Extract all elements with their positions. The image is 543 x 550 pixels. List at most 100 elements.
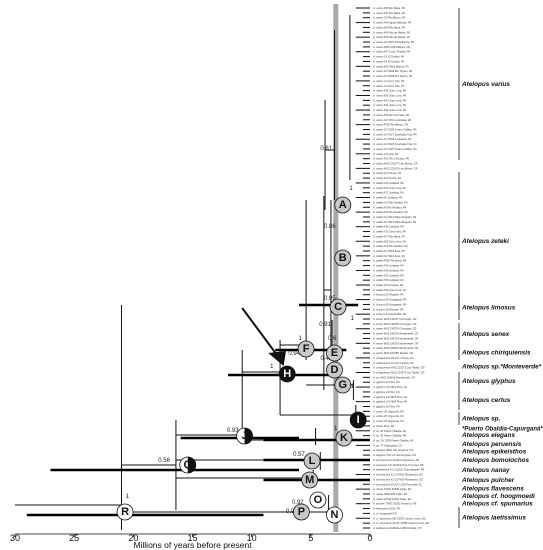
tip-label: A. zeteki K24 Rio Farallon, PA — [372, 210, 408, 214]
node-f-marker: F — [297, 340, 315, 358]
tip-label: A. glyphus 24 Pirre, PA — [372, 390, 400, 394]
arrow-head — [268, 351, 286, 366]
pointer-arrow — [241, 307, 286, 366]
node-letter: P — [298, 506, 305, 518]
tip-label: A. zeteki K34 Jordanal, PA — [372, 264, 404, 268]
clade-name: Atelopus bomolochos — [461, 457, 530, 464]
tip-label: A. zeteki K40 Juan Luna, PA — [372, 288, 406, 292]
support-value: 0.93 — [227, 428, 239, 434]
node-fill — [187, 457, 196, 473]
node-circle — [329, 298, 347, 316]
clade-name: Atelopus nanay — [461, 467, 510, 474]
support-value: 0.56 — [158, 458, 170, 464]
tip-label: A. pulcher TNHC 82031 Huanuco, PE — [372, 502, 417, 506]
axis-tick-label: 15 — [187, 533, 197, 543]
tip-label: A. peruensis KU 211644 Abra Comulica, PE — [372, 463, 424, 467]
clade-name: Atelopus peruensis — [461, 441, 522, 448]
tip-label: A. glyphus CH 5640 Pirre, PA — [372, 400, 407, 404]
support-value: 1 — [334, 426, 338, 432]
node-fill — [244, 428, 253, 444]
node-circle — [116, 503, 134, 521]
node-circle — [301, 471, 319, 489]
tip-label: A. zeteki K34 Jordanal, PA — [372, 225, 404, 229]
tip-label: A. nanay OMH 606 Cajas, EC — [372, 492, 408, 496]
node-o-marker: O — [309, 491, 327, 509]
tip-label: A. sp. 30 Puerto Obaldia, PA — [372, 434, 406, 438]
tip-label: A. varius CH 5164 La Sapera, PA — [372, 137, 412, 141]
tip-label: A. elegans VOX 31 Isla Gorgona, CO — [372, 453, 416, 457]
node-letter: E — [331, 347, 338, 359]
node-j-marker: J — [236, 427, 253, 445]
tip-label: A. sp. MVZ 164816 Monteverde, CR — [372, 375, 415, 379]
node-p-marker: P — [292, 503, 310, 521]
axis-tick-label: 30 — [10, 533, 20, 543]
support-value: 0.94 — [288, 351, 300, 357]
tip-label: A. senex MVZ 164816 Monteverde, CR — [372, 346, 418, 350]
tip-label: A. glyphus CH 5614 Pirre, PA — [372, 385, 407, 389]
tip-label: A. varius 22 Fortuna, PA — [372, 176, 401, 180]
tip-label: A. senex MVZ 186724 Monteverde, CR — [372, 336, 418, 340]
tip-label: A. bomolochos QCAZ 21125 Pauchilla, EC — [372, 482, 422, 486]
node-circle — [292, 503, 310, 521]
tip-label: A. certus 24 Jingurudo, PA — [372, 409, 404, 413]
clade-name: Atelopus cf. hoogmoedi — [461, 493, 535, 500]
node-circle — [349, 411, 367, 429]
tip-label: A. zeteki K04 Cerro Azul, PA — [372, 239, 406, 243]
node-circle — [326, 506, 343, 524]
tip-label: A. varius CH 5151 La Eneida, PA — [372, 118, 411, 122]
tip-label: A. limosus 05 Nusagandi, PA — [372, 298, 407, 302]
tip-label: A. flavescens K251, FG — [372, 507, 400, 511]
node-letter: O — [314, 494, 323, 506]
clade-name: Atelopus epikeisthos — [461, 449, 527, 456]
tip-label: A. senex MVZ 186728 Monteverde, CR — [372, 332, 418, 336]
tip-label: A. varius P801 Peña Blanca, PA — [372, 45, 410, 49]
clade-name: Atelopus sp.*Monteverde* — [461, 364, 542, 371]
clade-name: Atelopus elegans — [461, 432, 515, 439]
tip-label: A. zeteki K10 Rio Farallon, PA — [372, 200, 408, 204]
node-letter: N — [331, 509, 339, 521]
tip-label: A. varius CH 5418 Quebrada Tula, PA — [372, 142, 417, 146]
clade-name: Atelopus certus — [461, 397, 511, 404]
clade-name: Atelopus varius — [461, 81, 510, 88]
tip-label: A. varius K38 Juan Luna, PA — [372, 89, 406, 93]
node-a-marker: A — [334, 196, 352, 214]
tip-label: A. bomolochos KU 217430 Pachanchic, EC — [372, 477, 423, 481]
node-letter: C — [334, 301, 342, 313]
tip-label: A. varius K43 Juan Luna, PA — [372, 98, 406, 102]
tip-label: A. sp. 28 Puerto Obaldia, PA — [372, 429, 406, 433]
tip-label: A. chiriquiensis MVZ 223273 Las Tablas, … — [372, 366, 424, 370]
axis-tick-label: 25 — [69, 533, 79, 543]
tip-label: A. chiriquiensis 04 Cerro Punta, PA — [372, 356, 414, 360]
tip-label: A. varius K48 Alto de Piedra, PA — [372, 35, 410, 39]
tip-label: A. senex MVZ 202766 Tapanti, CR — [372, 351, 413, 355]
axis-tick-label: 0 — [367, 533, 372, 543]
tip-label: A. zeteki K36 Jordanal, PA — [372, 268, 404, 272]
clade-name: Atelopus zeteki — [461, 238, 509, 245]
tip-label: A. varius 21 Fortuna, PA — [372, 171, 401, 175]
time-highlight-band — [333, 4, 339, 532]
tip-label: A. varius K40 Alto de Piedra, PA — [372, 30, 410, 34]
axis-tick-label: 20 — [128, 533, 138, 543]
node-circle — [335, 429, 353, 447]
tip-label: A. varius K31 Peña Blanca, PA — [372, 64, 409, 68]
tip-label: A. varius CH 5417 Quebrada Tula, PA — [372, 132, 417, 136]
tip-label: A. zeteki CH 5414 Sora, PA — [372, 254, 405, 258]
tip-label: A. bomolochos KU 217829 Pachanchic, EC — [372, 473, 423, 477]
support-value: 0.92 — [286, 509, 298, 515]
tip-label: A. laetissimus ANDES-A 3664 Dibulla, CO — [372, 526, 422, 530]
node-circle — [303, 452, 321, 470]
tip-label: A. limosus 01 Pequeni, PA — [372, 293, 404, 297]
node-e-marker: E — [326, 344, 343, 362]
tip-label: A. varius K41 Juan Luna, PA — [372, 103, 406, 107]
support-value: 0.91 — [319, 322, 331, 328]
clade-name: Atelopus chiriquiensis — [461, 350, 531, 357]
node-circle — [278, 365, 296, 383]
tip-label: A. varius K39 Juan Luna, PA — [372, 93, 406, 97]
support-value: 0.92 — [292, 500, 304, 506]
tip-label: A. limosus 24 Santa Rita, PA — [372, 312, 406, 316]
clade-name: Atelopus limosus — [461, 305, 516, 312]
